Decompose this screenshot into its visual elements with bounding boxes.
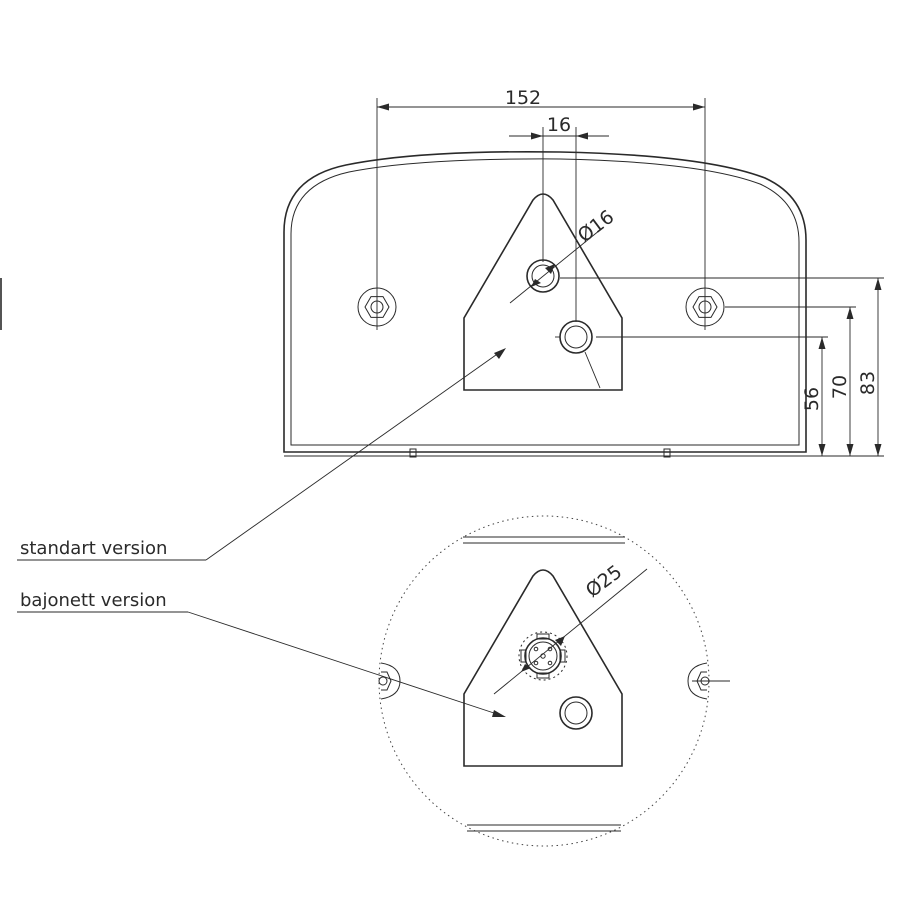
callout-bayonet: bajonett version [17, 590, 506, 717]
bayonet-connector [518, 631, 568, 681]
dimension-83-label: 83 [857, 371, 879, 395]
dimension-heights: 56 70 83 [560, 277, 884, 457]
dimension-16-label: 16 [547, 114, 571, 136]
dimension-152: 152 [376, 87, 706, 330]
callout-bayonet-label: bajonett version [20, 590, 167, 611]
socket-leader [584, 351, 601, 389]
dimension-dia25-label: Ø25 [582, 561, 626, 602]
detail-nut-left [378, 662, 401, 700]
dimension-dia16-label: Ø16 [574, 206, 618, 247]
callout-standard: standart version [17, 348, 506, 561]
dimension-152-label: 152 [505, 87, 541, 109]
dimension-56-label: 56 [801, 387, 823, 411]
callout-standard-label: standart version [20, 538, 167, 559]
socket-plate-bayonet [463, 569, 623, 767]
detail-nut-right [687, 662, 730, 700]
dimension-70-label: 70 [829, 375, 851, 399]
lamp-housing [283, 150, 807, 458]
detail-view-bayonet: Ø25 [378, 515, 730, 847]
dimension-16: 16 [509, 114, 609, 322]
